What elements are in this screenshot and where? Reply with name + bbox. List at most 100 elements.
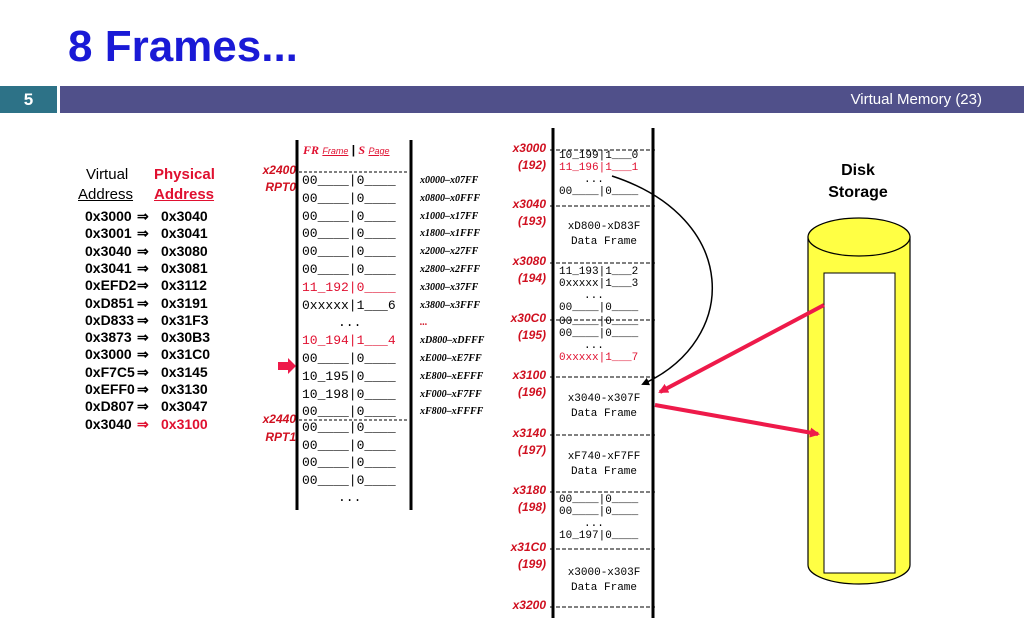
data-frame-text: x3040-x307F — [567, 393, 641, 405]
frame-number: (197) — [517, 443, 546, 457]
frame-number: (193) — [517, 214, 546, 228]
virtual-address: 0xF7C5 — [85, 363, 135, 380]
page-table-entry: 00____|0____ — [302, 351, 396, 366]
virtual-address: 0x3040 — [85, 415, 132, 432]
virtual-address: 0xEFF0 — [85, 381, 135, 397]
frame-number: (192) — [517, 158, 546, 172]
virtual-address: 0xD851 — [85, 294, 135, 311]
data-frame-text: Data Frame — [570, 408, 637, 420]
slide-number-box — [0, 86, 57, 113]
virtual-address: 0x3873 — [85, 329, 132, 346]
page-table-entry: 00____|0____ — [302, 455, 396, 470]
page-range: x2000–x27FF — [420, 246, 479, 258]
page-table-entry: 00____|0____ — [302, 420, 396, 435]
physical-address: 0x31F3 — [161, 311, 209, 328]
page-table-entry: 00____|0____ — [302, 472, 396, 488]
page-title: 8 Frames... — [68, 22, 298, 71]
physical-address: 0x3080 — [161, 242, 208, 259]
s-label: S — [358, 143, 366, 157]
cylinder-top — [807, 217, 911, 257]
memory-entry: ... — [584, 518, 604, 530]
frame-number: (196) — [517, 385, 546, 399]
page-table-lines — [295, 140, 413, 510]
memory-entry: 00____|0____ — [559, 494, 639, 506]
page-table-header: FR Frame | S Page — [303, 143, 389, 158]
page-range: x2800–x2FFF — [420, 264, 481, 275]
translation-arrow: ⇒ — [137, 363, 149, 380]
rpt0-label: RPT0 — [265, 180, 296, 194]
data-frame-text: Data Frame — [570, 236, 637, 248]
memory-entry: ... — [584, 340, 604, 352]
memory-entry: 10_199|1___0 — [559, 150, 639, 162]
physical-address: 0x3040 — [161, 208, 208, 224]
disk-label-line1: Disk — [841, 162, 875, 179]
memory-entry: 11_196|1___1 — [559, 162, 639, 174]
page-table-entry: 00____|0____ — [302, 404, 396, 420]
virtual-address: 0x3000 — [85, 346, 132, 363]
physical-address: 0x3047 — [161, 398, 208, 415]
frame-label: Frame — [322, 146, 349, 156]
virtual-header-line1: Virtual — [86, 166, 129, 183]
memory-entry: 00____|0____ — [559, 506, 639, 518]
page-table-entry: 00____|0____ — [302, 226, 396, 242]
page-range: x3000–x37FF — [420, 281, 479, 293]
frame-address: x3000 — [512, 141, 546, 155]
frame-address: x3040 — [512, 197, 546, 211]
physical-address: 0x31C0 — [161, 346, 211, 363]
rpt1-address: x2440 — [262, 412, 296, 426]
page-range: x1000–x17FF — [420, 210, 479, 222]
frame-number: (198) — [517, 500, 546, 514]
physical-address: 0x3145 — [161, 363, 208, 380]
page-table-entry: 10_194|1___4 — [302, 333, 396, 349]
rpt0-address: x2400 — [262, 163, 296, 177]
frame-address: x3180 — [512, 483, 546, 497]
rpt1-label: RPT1 — [265, 430, 296, 444]
translation-arrow: ⇒ — [137, 398, 149, 415]
memory-to-disk-arrow — [654, 403, 820, 438]
physical-header-line1: Physical — [154, 166, 215, 183]
page-table-entry: 00____|0____ — [302, 437, 396, 453]
page-table-entry: 10_198|0____ — [302, 386, 396, 402]
memory-entry: 00____|0____ — [559, 328, 639, 340]
memory-entry: ... — [584, 174, 604, 186]
physical-address: 0x3100 — [161, 415, 208, 432]
frame-address: x3200 — [512, 598, 546, 612]
frame-address: x3100 — [512, 368, 546, 382]
current-pte-pointer — [278, 358, 296, 374]
physical-address: 0x3112 — [161, 277, 207, 294]
header-bar — [60, 86, 1024, 113]
physical-address: 0x3130 — [161, 381, 208, 397]
data-frame-text: Data Frame — [570, 466, 637, 478]
translation-arrow: ⇒ — [137, 346, 149, 363]
virtual-address: 0x3001 — [85, 225, 132, 242]
frame-address: x30C0 — [510, 311, 546, 325]
translation-arrow: ⇒ — [137, 259, 149, 276]
frame-address: x3080 — [512, 254, 546, 268]
frame-number: (199) — [517, 557, 546, 571]
translation-arrow: ⇒ — [137, 329, 149, 346]
slide-number: 5 — [23, 90, 34, 109]
disk-label-line2: Storage — [828, 184, 888, 201]
virtual-address: 0xEFD2 — [85, 277, 137, 294]
translation-arrow: ⇒ — [137, 225, 149, 242]
translation-arrow: ⇒ — [137, 277, 149, 294]
frame-address: x3140 — [512, 426, 546, 440]
page-table-entry: 00____|0____ — [302, 190, 396, 206]
page-range: xE800–xEFFF — [420, 370, 484, 382]
data-frame-text: xF740-xF7FF — [567, 451, 641, 463]
page-range: x0000–x07FF — [420, 175, 479, 186]
memory-entry: 10_197|0____ — [559, 530, 639, 542]
page-table-entry: 0xxxxx|1___6 — [302, 297, 396, 313]
page-table-entry: 00____|0____ — [302, 173, 396, 188]
virtual-address: 0x3040 — [85, 242, 132, 259]
memory-entry: 00____|0____ — [559, 302, 639, 314]
page-table-entry: 11_192|0____ — [302, 279, 396, 295]
translation-arrow: ⇒ — [137, 381, 149, 397]
section-title: Virtual Memory (23) — [850, 91, 982, 108]
memory-entry: 0xxxxx|1___3 — [559, 278, 639, 290]
disk-to-memory-arrow — [658, 303, 825, 394]
disk-slot-table — [823, 272, 896, 574]
memory-entry: 00____|0____ — [559, 186, 639, 198]
translation-arrow: ⇒ — [137, 311, 149, 328]
